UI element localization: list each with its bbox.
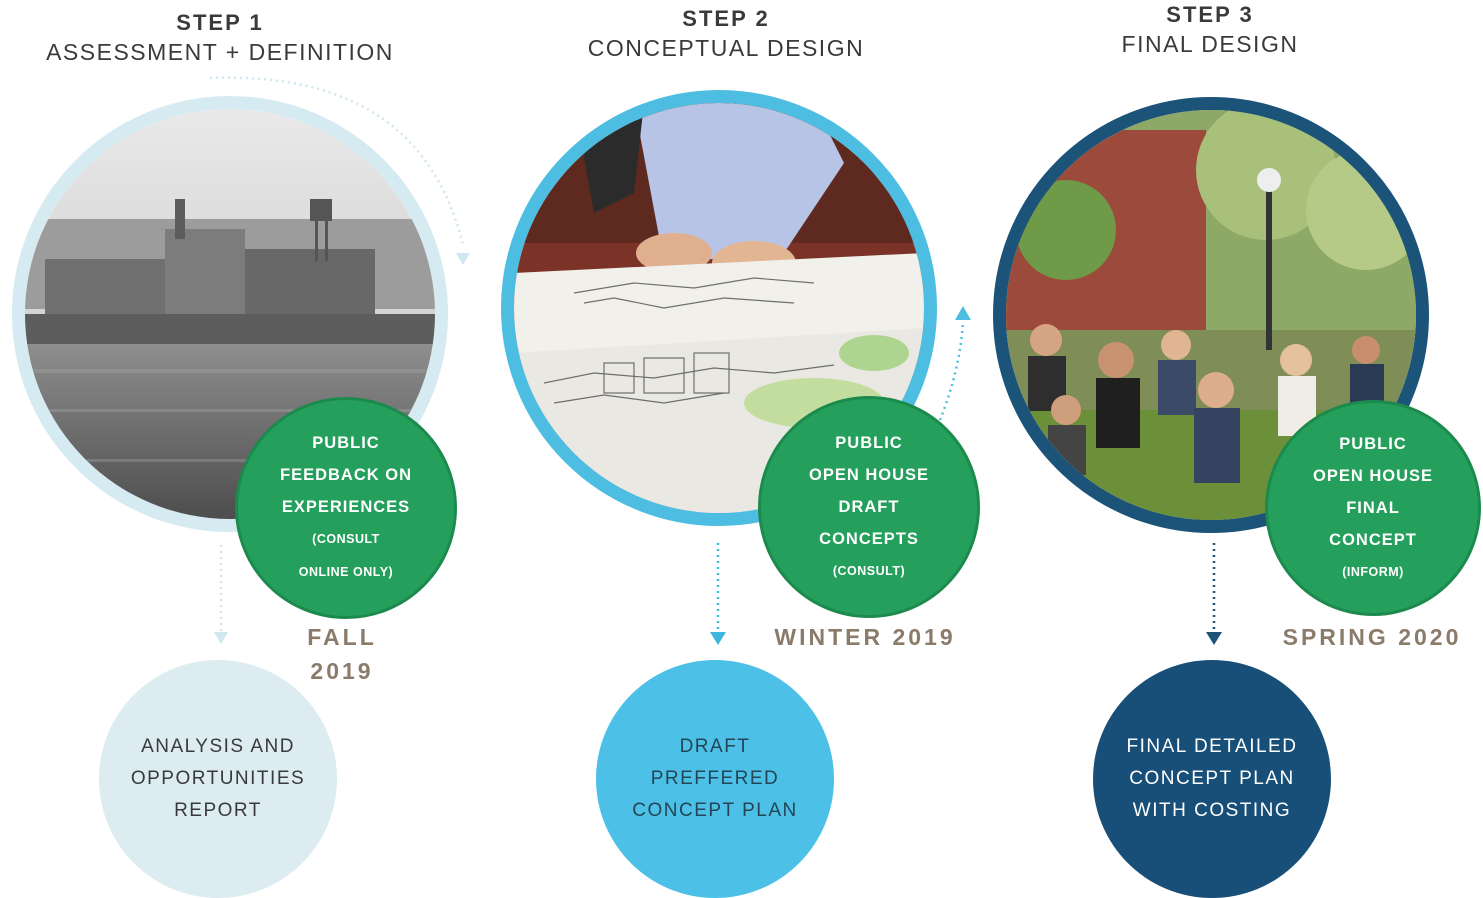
arrow-step2-to-step3 xyxy=(938,321,965,421)
step-1-outcome: ANALYSIS AND OPPORTUNITIES REPORT xyxy=(99,660,337,898)
outcome-1-line-2: OPPORTUNITIES xyxy=(130,768,306,789)
step-3-engagement-badge: PUBLIC OPEN HOUSE FINAL CONCEPT (INFORM) xyxy=(1265,400,1481,616)
badge-1-line-1: PUBLIC xyxy=(312,434,380,452)
badge-2-line-1: PUBLIC xyxy=(835,433,903,452)
step-2-label: STEP 2 xyxy=(682,6,770,31)
badge-2-note-1: (CONSULT) xyxy=(832,563,906,578)
outcome-2-line-3: CONCEPT PLAN xyxy=(632,800,798,821)
outcome-1-line-3: REPORT xyxy=(174,800,262,821)
badge-1-note-1: (CONSULT xyxy=(312,532,380,546)
arrowhead-step3-down xyxy=(1206,632,1222,645)
season-1-line-1: FALL xyxy=(307,624,377,650)
outcome-3-line-3: WITH COSTING xyxy=(1132,800,1292,821)
outcome-3-line-1: FINAL DETAILED xyxy=(1126,736,1298,757)
step-2-title: CONCEPTUAL DESIGN xyxy=(587,35,865,62)
outcome-2-line-1: DRAFT xyxy=(679,736,751,757)
badge-2-line-2: OPEN HOUSE xyxy=(808,465,930,484)
badge-3-line-3: FINAL xyxy=(1346,498,1400,517)
step-2-outcome: DRAFT PREFFERED CONCEPT PLAN xyxy=(596,660,834,898)
arrowhead-step1-to-step2 xyxy=(456,253,470,265)
step-1-title: ASSESSMENT + DEFINITION xyxy=(46,39,394,66)
arrow-step1-to-step2 xyxy=(209,76,465,246)
step-1-heading: STEP 1 ASSESSMENT + DEFINITION xyxy=(20,10,420,66)
badge-3-line-1: PUBLIC xyxy=(1339,434,1407,453)
step-2-heading: STEP 2 CONCEPTUAL DESIGN xyxy=(526,6,926,62)
step-3-season: SPRING 2020 xyxy=(1272,620,1472,654)
historic-waterfront-photo-icon xyxy=(25,109,435,519)
step-1-season: FALL 2019 xyxy=(262,620,422,688)
step-3-outcome: FINAL DETAILED CONCEPT PLAN WITH COSTING xyxy=(1093,660,1331,898)
badge-3-note-1: (INFORM) xyxy=(1342,564,1404,579)
outcome-3-line-2: CONCEPT PLAN xyxy=(1129,768,1295,789)
badge-2-line-3: DRAFT xyxy=(838,497,900,516)
badge-1-line-3: EXPERIENCES xyxy=(281,498,411,516)
badge-3-line-4: CONCEPT xyxy=(1329,530,1417,549)
outcome-1-line-1: ANALYSIS AND xyxy=(141,736,295,757)
step-3-heading: STEP 3 FINAL DESIGN xyxy=(1010,2,1410,58)
arrowhead-step2-to-step3 xyxy=(955,306,971,320)
season-2-line-1: WINTER 2019 xyxy=(774,624,956,650)
step-2-engagement-badge: PUBLIC OPEN HOUSE DRAFT CONCEPTS (CONSUL… xyxy=(758,396,980,618)
step-1-engagement-badge: PUBLIC FEEDBACK ON EXPERIENCES (CONSULT … xyxy=(235,397,457,619)
season-1-line-2: 2019 xyxy=(310,658,374,684)
badge-2-line-4: CONCEPTS xyxy=(819,529,919,548)
step-3-title: FINAL DESIGN xyxy=(1121,31,1299,58)
arrowhead-step1-down xyxy=(214,632,228,644)
step-1-label: STEP 1 xyxy=(176,10,264,35)
step-1-photo xyxy=(12,96,448,532)
badge-3-line-2: OPEN HOUSE xyxy=(1312,466,1434,485)
badge-1-note-2: ONLINE ONLY) xyxy=(298,565,394,579)
arrowhead-step2-down xyxy=(710,632,726,645)
season-3-line-1: SPRING 2020 xyxy=(1282,624,1462,650)
design-sketch-photo-icon xyxy=(514,103,924,513)
outcome-2-line-2: PREFFERED xyxy=(650,768,780,789)
badge-1-line-2: FEEDBACK ON xyxy=(279,466,412,484)
step-2-season: WINTER 2019 xyxy=(765,620,965,654)
step-3-label: STEP 3 xyxy=(1166,2,1254,27)
